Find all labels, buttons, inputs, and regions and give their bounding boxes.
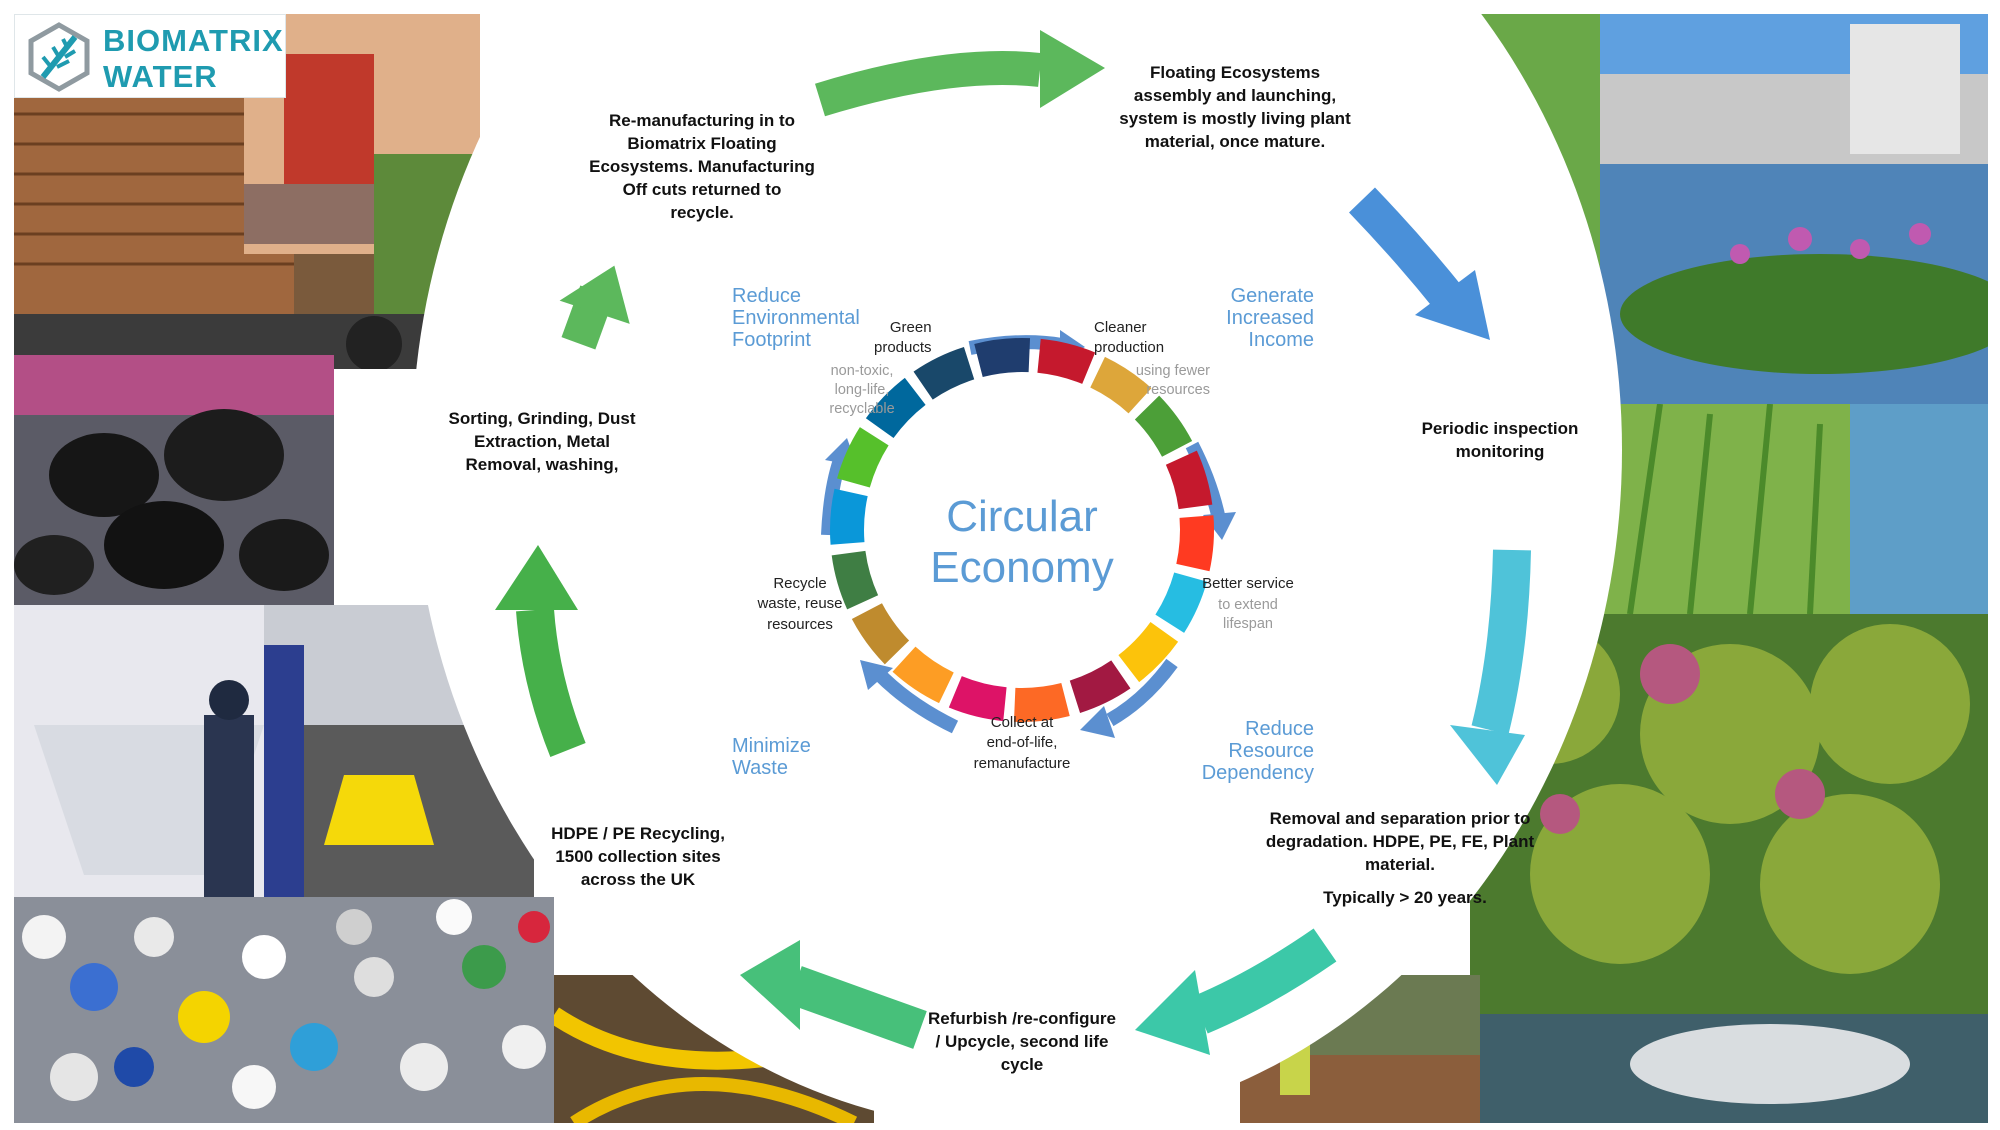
sdg-ring-segment [1013,683,1070,722]
label-green-products-desc: non-toxic, long-life, recyclable [829,363,895,417]
photo-black-pipe-offcuts [14,355,334,605]
label-launch: Floating Ecosystems assembly and launchi… [1119,63,1351,151]
label-better-service-desc: to extend lifespan [1218,597,1278,632]
sdg-ring-segment [831,550,879,610]
sdg-ring-segment [1176,515,1214,572]
label-better-service: Better service [1202,575,1294,592]
label-collect-remanufacture: Collect at end-of-life, remanufacture [973,714,1071,772]
sdg-ring-segment [1090,356,1152,414]
sdg-ring-segment [865,377,926,439]
label-minimize-waste: Minimize Waste [732,735,811,779]
arrow-left-green [495,545,586,758]
arrow-upper-right-blue [1349,187,1490,340]
sdg-ring-segment [830,488,868,545]
photo-floating-plants [1600,404,1988,614]
label-generate-income: Generate Increased Income [1226,285,1314,351]
sdg-ring-segment [892,646,954,704]
label-green-products: Green products [874,319,932,357]
sdg-ring-segment [1118,621,1179,683]
center-title-circular-economy: Circular Economy [930,492,1114,592]
brand-name-line2: WATER [103,59,218,94]
sdg-ring-segment [1037,338,1096,384]
label-reduce-footprint: Reduce Environmental Footprint [732,285,860,351]
inner-arrow-bottom-right [1080,658,1178,738]
label-inspection: Periodic inspection monitoring [1421,419,1579,461]
sdg-ring-segment [851,603,910,665]
label-cleaner-production: Cleaner production [1094,319,1165,357]
arrow-top-green [815,30,1105,117]
sdg-ring-segment [837,427,889,488]
arrow-upper-left-green [559,265,630,350]
label-lifespan: Typically > 20 years. [1323,888,1487,907]
sdg-ring-segment [913,346,975,400]
inner-arrow-bottom-left [860,660,959,734]
label-refurbish: Refurbish /re-configure / Upcycle, secon… [928,1009,1116,1074]
sdg-ring-segment [1165,450,1213,510]
label-recycle-waste: Recycle waste, reuse resources [757,575,843,633]
biomatrix-logo-icon [28,22,90,92]
sdg-ring-segment [1069,660,1131,714]
label-remanufacture: Re-manufacturing in to Biomatrix Floatin… [589,111,815,222]
arrow-bottom-right-teal [1135,928,1337,1055]
brand-logo: BIOMATRIX WATER [14,14,286,98]
cycle-background-circle [412,0,1622,1130]
label-recycling: HDPE / PE Recycling, 1500 collection sit… [551,824,725,889]
sdg-ring-segment [1134,395,1193,457]
sdg-ring-segment [1155,572,1207,633]
label-removal: Removal and separation prior to degradat… [1265,809,1535,874]
arrow-right-cyan [1450,549,1531,785]
label-sorting: Sorting, Grinding, Dust Extraction, Meta… [448,409,636,474]
brand-name-line1: BIOMATRIX [103,23,284,58]
sdg-color-ring [830,338,1214,722]
label-reduce-dependency: Reduce Resource Dependency [1201,718,1314,784]
sdg-ring-segment [974,338,1031,377]
arrow-bottom-left-green [740,940,927,1049]
photo-plastic-flakes [14,897,554,1123]
sdg-ring-segment [948,676,1007,722]
label-cleaner-production-desc: using fewer resources [1135,363,1210,398]
